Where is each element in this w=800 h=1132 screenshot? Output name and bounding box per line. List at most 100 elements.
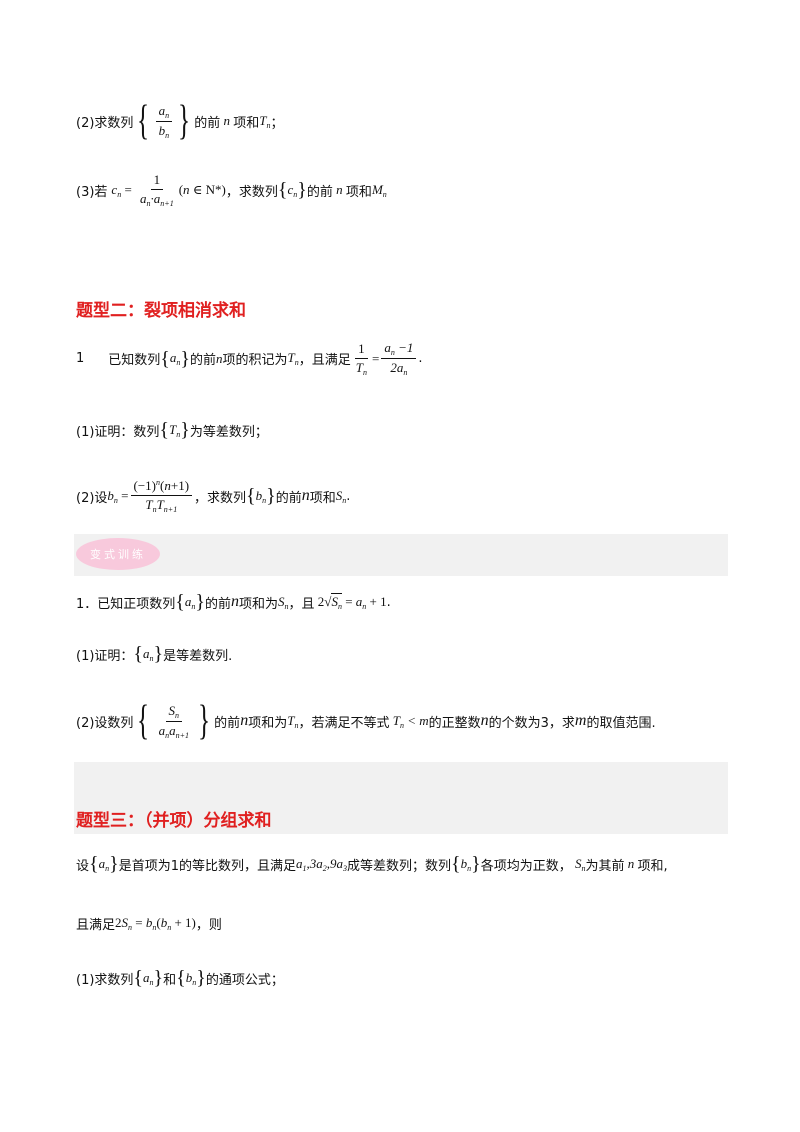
math-n: n — [240, 712, 249, 729]
text: 的前 — [306, 184, 333, 200]
math-bn: bn — [107, 487, 118, 505]
math-n: n — [624, 856, 638, 871]
math-n: n — [231, 593, 240, 610]
math-m: m — [574, 712, 587, 729]
variant-question-line: 1．已知正项数列 {an} 的前 n 项和为 Sn ，且 2√Sn = an +… — [76, 592, 391, 612]
brace: } — [153, 967, 164, 989]
text: 各项均为正数， — [480, 858, 572, 874]
brace: } — [196, 967, 206, 989]
math-Tn: Tn — [169, 421, 181, 439]
math-Tn: Tn — [259, 112, 271, 130]
math-cn-seq: cn — [287, 181, 298, 199]
part-3-label: (3)若 — [76, 184, 108, 200]
math-bn-seq: bn — [255, 487, 267, 505]
text: . — [386, 594, 391, 610]
text: ，求数列 — [225, 184, 278, 200]
brace: { — [160, 347, 170, 370]
math-eq: = — [121, 182, 136, 197]
text: ，则 — [195, 918, 222, 933]
text: 设 — [76, 858, 90, 874]
text: 的前 — [205, 596, 232, 612]
math-bn: bn — [460, 855, 472, 873]
fraction-bn: (−1)n(n+1)TnTn+1 — [130, 478, 193, 514]
text: 成等差数列；数列 — [347, 858, 452, 874]
text: ，且 — [288, 596, 315, 612]
variant-part-1-line: (1)证明： {an} 是等差数列. — [76, 644, 232, 664]
brace-close: } — [178, 98, 191, 144]
section-heading-3: 题型三：（并项）分组求和 — [76, 811, 272, 831]
math-an: an — [143, 969, 154, 987]
brace: { — [246, 485, 256, 507]
variant-band — [74, 534, 728, 576]
section-3-condition-line: 且满足 2Sn = bn(bn + 1) ，则 — [76, 914, 222, 933]
math-cn: cn — [111, 181, 122, 199]
text: 的前 — [190, 353, 217, 368]
brace-open: { — [137, 98, 150, 144]
text: 项和 — [233, 115, 260, 131]
text: 的通项公式； — [205, 972, 284, 988]
math-eq: = — [117, 488, 129, 503]
part-1-label: (1)求数列 — [76, 972, 134, 988]
math-n: n — [220, 113, 234, 128]
question-number: 1 — [76, 351, 85, 366]
math-Mn: Mn — [371, 181, 387, 199]
brace: { — [133, 967, 144, 989]
variant-badge: 变式训练 — [76, 538, 160, 570]
math-terms: a1,3a2,9a3 — [296, 855, 348, 873]
text: . — [346, 488, 351, 504]
math-Tn: Tn — [287, 350, 299, 367]
text: ，求数列 — [194, 490, 247, 506]
math-an: an — [143, 645, 154, 663]
text: 的个数为3，求 — [488, 715, 575, 731]
text: 项的积记为 — [222, 353, 288, 368]
text: 是首项为1的等比数列，且满足 — [118, 858, 297, 874]
text: 项和, — [637, 858, 668, 874]
section-heading-2: 题型二：裂项相消求和 — [76, 301, 246, 321]
brace-open: { — [137, 698, 150, 744]
text: 为其前 — [585, 858, 625, 874]
part-2-label: (2)设 — [76, 490, 108, 506]
text: 和 — [163, 972, 177, 988]
brace: } — [297, 179, 307, 201]
brace: } — [195, 591, 205, 613]
text: 1．已知正项数列 — [76, 596, 176, 612]
brace-close: } — [198, 698, 211, 744]
math-an: an — [98, 855, 110, 873]
math-eq: = — [372, 350, 380, 366]
part-2-label: (2)设数列 — [76, 715, 134, 731]
math-n: n — [480, 712, 489, 729]
brace: } — [471, 853, 481, 875]
brace: { — [277, 179, 288, 201]
part-2-line: (2)设 bn = (−1)n(n+1)TnTn+1 ，求数列 {bn} 的前 … — [76, 478, 350, 514]
text: 的前 — [194, 115, 221, 131]
brace: } — [153, 643, 164, 665]
math-Sn: Sn — [335, 487, 347, 505]
part-1-line: (1)证明：数列 {Tn} 为等差数列； — [76, 420, 268, 440]
text: ，且满足 — [298, 353, 351, 368]
brace: } — [180, 347, 191, 370]
brace: } — [266, 485, 276, 507]
math-n: n — [301, 487, 310, 504]
part-1-label: (1)证明： — [76, 648, 134, 664]
text: 的取值范围. — [586, 715, 656, 731]
part-1-label: (1)证明：数列 — [76, 424, 160, 440]
section-3-question-line: 设 {an} 是首项为1的等比数列，且满足 a1,3a2,9a3 成等差数列；数… — [76, 854, 668, 874]
math-condition: 2√Sn = an + 1 — [314, 592, 387, 611]
math-condition: 2Sn = bn(bn + 1) — [115, 915, 196, 932]
text: 项和 — [309, 490, 336, 506]
brace: } — [109, 853, 119, 875]
section-3-part-1-line: (1)求数列 {an} 和 {bn} 的通项公式； — [76, 968, 284, 988]
brace: { — [175, 591, 185, 613]
text: 为等差数列； — [189, 424, 268, 440]
text: 的前 — [214, 715, 241, 731]
section-3-band — [74, 762, 728, 834]
text: 项和为 — [248, 715, 288, 731]
part-2-label: (2)求数列 — [76, 115, 134, 131]
